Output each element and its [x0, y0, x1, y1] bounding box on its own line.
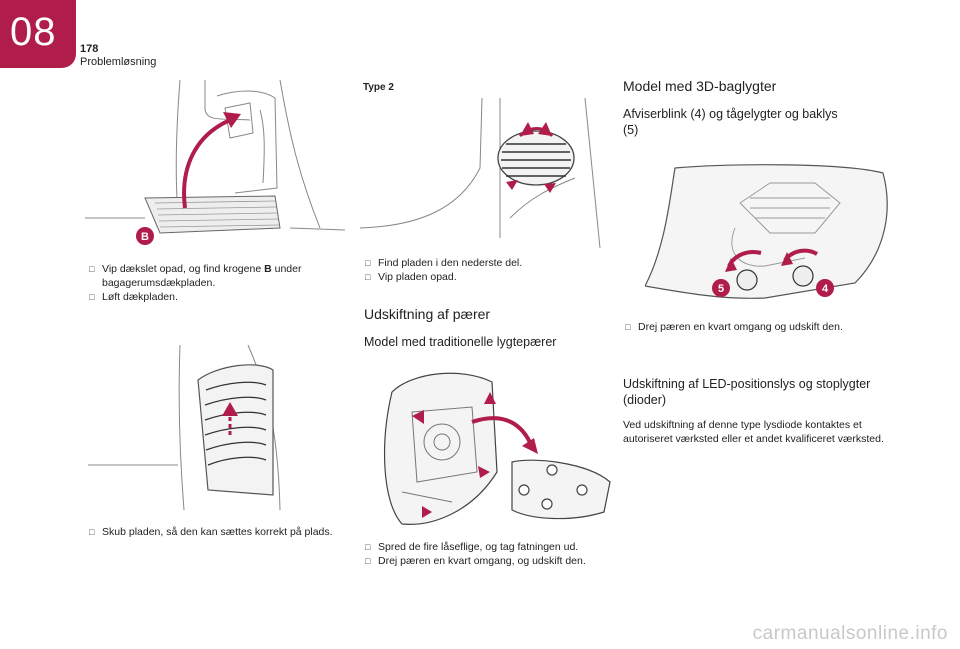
type2-panel-illustration [360, 98, 601, 249]
chapter-number: 08 [10, 10, 57, 54]
list-item: Drej pæren en kvart omgang, og udskift d… [365, 554, 615, 568]
trunk-floor-lift-illustration: B [85, 79, 345, 245]
watermark: carmanualsonline.info [752, 623, 948, 644]
heading-3d-model: Model med 3D-baglygter [623, 78, 777, 94]
subheading-traditional-bulbs: Model med traditionelle lygtepærer [364, 335, 557, 349]
step2-bullets: Skub pladen, så den kan sættes korrekt p… [89, 525, 344, 539]
bulb-bullets: Spred de fire låseflige, og tag fatninge… [365, 540, 615, 568]
heading-led-replacement: Udskiftning af LED-positionslys og stopl… [623, 377, 871, 407]
section-name: Problemløsning [80, 56, 157, 68]
led-body-text: Ved udskiftning af denne type lysdiode k… [623, 419, 884, 445]
step1-bullets: Vip dækslet opad, og find krogene B unde… [89, 262, 344, 304]
type2-bullets: Find pladen i den nederste del. Vip plad… [365, 256, 610, 284]
callout-4: 4 [822, 283, 829, 295]
page-number: 178 [80, 43, 99, 55]
type-label: Type 2 [363, 82, 394, 93]
list-item: Drej pæren en kvart omgang og udskift de… [625, 320, 910, 334]
list-item: Spred de fire låseflige, og tag fatninge… [365, 540, 615, 554]
callout-b: B [141, 231, 149, 243]
subheading-indicator-fog: Afviserblink (4) og tågelygter og baklys… [623, 107, 838, 137]
bulb-holder-illustration [383, 372, 611, 525]
3d-tail-light-illustration: 5 4 [645, 164, 888, 299]
list-item: Løft dækpladen. [89, 290, 344, 304]
vent-panel-illustration [88, 344, 281, 511]
3d-bullets: Drej pæren en kvart omgang og udskift de… [625, 320, 910, 334]
callout-5: 5 [718, 283, 724, 295]
list-item: Vip pladen opad. [365, 270, 610, 284]
list-item: Find pladen i den nederste del. [365, 256, 610, 270]
list-item: Skub pladen, så den kan sættes korrekt p… [89, 525, 344, 539]
list-item: Vip dækslet opad, og find krogene B unde… [89, 262, 344, 290]
heading-bulb-replacement: Udskiftning af pærer [364, 306, 491, 322]
chapter-tab: 08 [0, 0, 76, 68]
